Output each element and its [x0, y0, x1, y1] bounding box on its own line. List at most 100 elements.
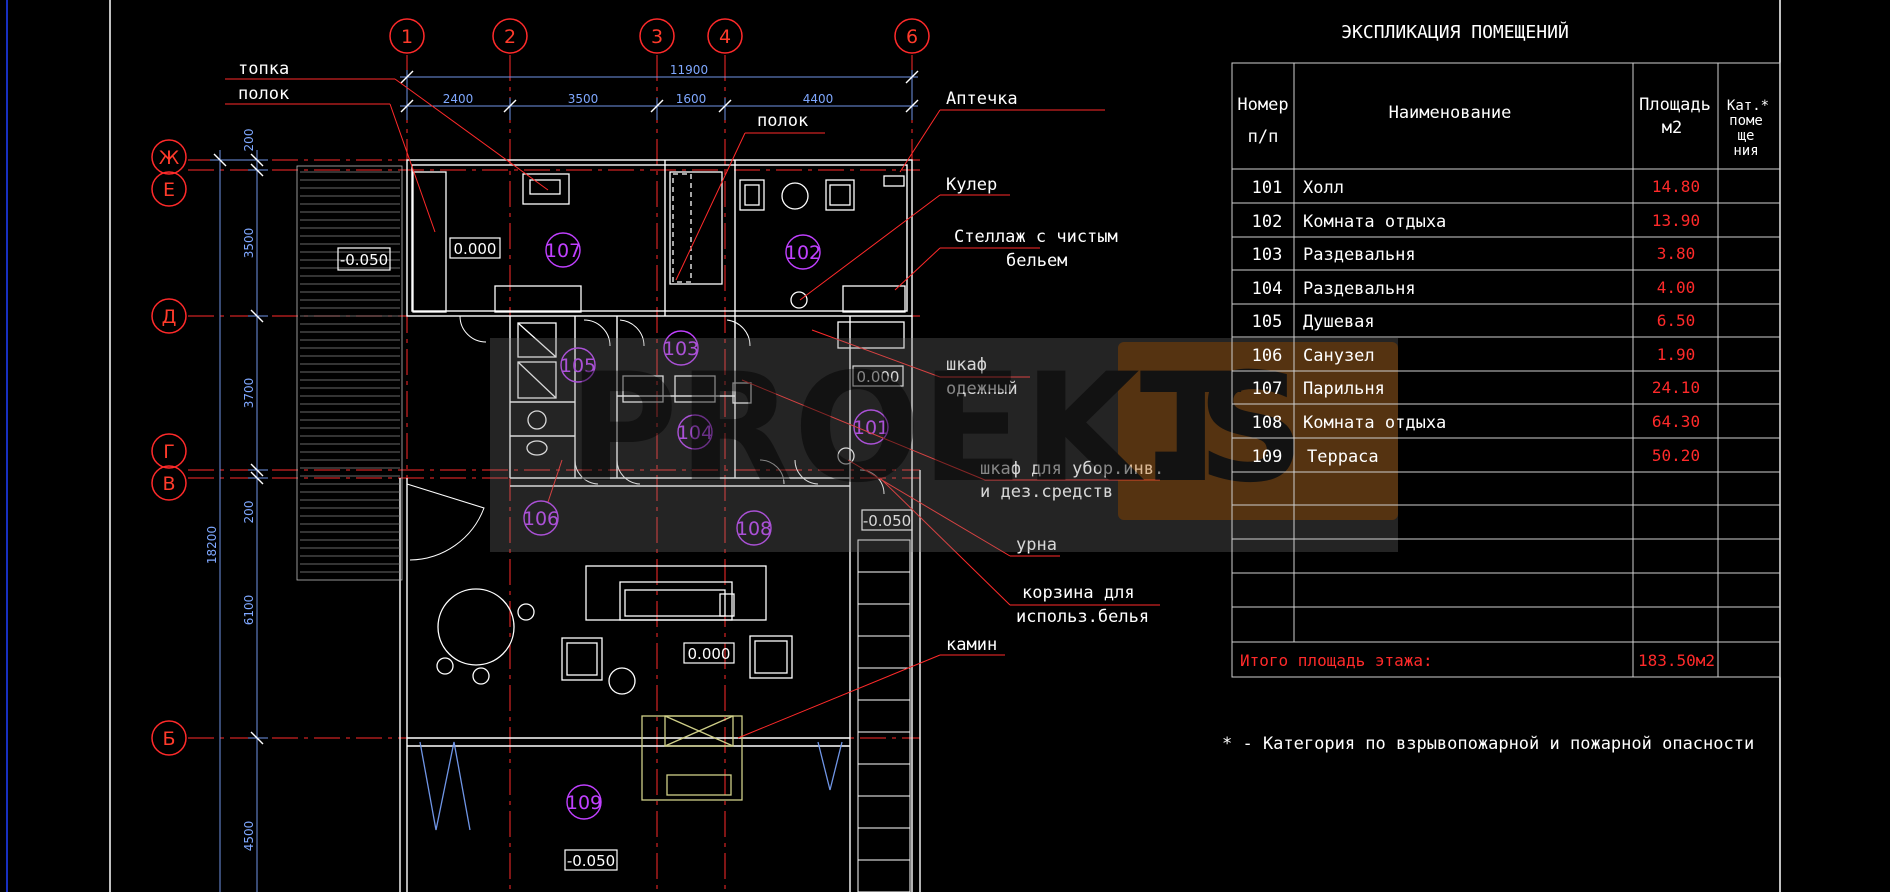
row-106-name: Санузел	[1303, 346, 1375, 366]
header-area-2: м2	[1662, 118, 1682, 138]
level-sauna: 0.000	[454, 240, 497, 258]
dim-overall-left: 18200	[205, 526, 219, 564]
row-107-name: Парильня	[1303, 379, 1385, 399]
row-101-num: 101	[1252, 178, 1283, 198]
right-ramp	[857, 539, 911, 892]
dim-top-1: 2400	[443, 92, 474, 106]
dim-top-2: 3500	[568, 92, 599, 106]
grid-row-g: Г	[163, 441, 175, 463]
room-tag-105: 105	[560, 355, 596, 377]
level-ramp: -0.050	[863, 512, 911, 530]
callout-polok-left: полок	[238, 84, 289, 104]
dim-top-3: 1600	[676, 92, 707, 106]
row-103-num: 103	[1252, 245, 1283, 265]
room-tag-102: 102	[785, 242, 821, 264]
row-108-area: 64.30	[1652, 412, 1700, 431]
level-markers	[337, 237, 913, 871]
row-103-area: 3.80	[1657, 244, 1696, 263]
grid-row-e: Е	[163, 179, 175, 201]
row-107-num: 107	[1252, 379, 1283, 399]
callout-leaders	[225, 78, 1160, 739]
terrace-hatch	[296, 165, 403, 581]
grid-row-b: Б	[162, 728, 175, 750]
total-label: Итого площадь этажа:	[1240, 651, 1433, 670]
footnote: * - Категория по взрывопожарной и пожарн…	[1222, 734, 1754, 754]
row-108-name: Комната отдыха	[1303, 413, 1446, 433]
total-value: 183.50м2	[1638, 651, 1715, 670]
grid-col-2: 2	[504, 26, 516, 48]
watermark: PROEKT .S	[490, 338, 1398, 552]
grid-col-1: 1	[401, 26, 413, 48]
callout-shkaf-line1: шкаф	[946, 355, 987, 375]
callout-shkaf-inv-line1: шкаф для убор.инв.	[980, 459, 1164, 479]
room-tag-107: 107	[545, 240, 581, 262]
dim-left-2: 3500	[242, 228, 256, 259]
dim-left-3: 3700	[242, 378, 256, 409]
callout-topka: топка	[238, 59, 289, 79]
building-walls	[399, 159, 921, 892]
row-101-name: Холл	[1303, 178, 1344, 198]
row-102-num: 102	[1252, 212, 1283, 232]
row-102-name: Комната отдыха	[1303, 212, 1446, 232]
dim-left-1: 200	[242, 129, 256, 152]
grid-column-bubbles	[389, 18, 930, 54]
header-num-1: Номер	[1237, 95, 1288, 115]
grid-col-3: 3	[651, 26, 663, 48]
grid-row-d: Д	[162, 306, 177, 328]
row-105-name: Душевая	[1303, 312, 1375, 332]
grid-row-bubbles	[151, 139, 187, 756]
row-104-name: Раздевальня	[1303, 279, 1416, 299]
row-101-area: 14.80	[1652, 177, 1700, 196]
explication-table: ЭКСПЛИКАЦИЯ ПОМЕЩЕНИЙ Номер п/п Н	[1222, 21, 1781, 754]
row-103-name: Раздевальня	[1303, 245, 1416, 265]
row-104-area: 4.00	[1657, 278, 1696, 297]
grid-row-v: В	[162, 473, 175, 495]
row-109-area: 50.20	[1652, 446, 1700, 465]
dim-left-4: 200	[242, 501, 256, 524]
callout-shkaf-inv-line2: и дез.средств	[980, 482, 1113, 502]
room-tag-103: 103	[663, 338, 699, 360]
level-lounge: 0.000	[688, 645, 731, 663]
header-cat-3: ще	[1738, 128, 1755, 144]
row-105-num: 105	[1252, 312, 1283, 332]
dimension-lines	[210, 70, 918, 892]
row-104-num: 104	[1252, 279, 1283, 299]
header-cat-2: поме	[1729, 113, 1763, 129]
room-tag-104: 104	[677, 422, 713, 444]
callout-korzina-line1: корзина для	[1022, 583, 1135, 603]
watermark-text: PROEKT	[568, 342, 1242, 516]
callout-kamin: камин	[946, 635, 997, 655]
row-109-name: Терраса	[1307, 447, 1379, 467]
callout-stellazh-line1: Стеллаж с чистым	[954, 227, 1118, 247]
header-cat-4: ния	[1733, 143, 1758, 159]
level-terrace-left: -0.050	[340, 251, 388, 269]
row-102-area: 13.90	[1652, 211, 1700, 230]
callout-korzina-line2: использ.белья	[1016, 607, 1149, 627]
callout-urna: урна	[1016, 535, 1057, 555]
room-tag-109: 109	[566, 792, 602, 814]
level-hall: 0.000	[857, 368, 900, 386]
row-108-num: 108	[1252, 413, 1283, 433]
row-106-num: 106	[1252, 346, 1283, 366]
dim-top-4: 4400	[803, 92, 834, 106]
row-106-area: 1.90	[1657, 345, 1696, 364]
dim-left-6: 4500	[242, 821, 256, 852]
room-tag-101: 101	[853, 417, 889, 439]
grid-col-4: 4	[719, 26, 731, 48]
callout-aptechka: Аптечка	[946, 89, 1018, 109]
header-cat-1: Кат.*	[1727, 98, 1769, 114]
header-num-2: п/п	[1248, 127, 1279, 147]
callout-kuler: Кулер	[946, 175, 997, 195]
furniture	[406, 171, 906, 831]
table-title: ЭКСПЛИКАЦИЯ ПОМЕЩЕНИЙ	[1341, 21, 1569, 43]
callout-stellazh-line2: бельем	[1006, 251, 1067, 271]
header-name: Наименование	[1389, 103, 1512, 123]
dim-overall-top: 11900	[670, 63, 708, 77]
callout-polok-right: полок	[757, 111, 808, 131]
grid-row-zh: Ж	[159, 147, 180, 169]
row-107-area: 24.10	[1652, 378, 1700, 397]
room-tag-circles	[523, 232, 889, 820]
room-tag-108: 108	[736, 518, 772, 540]
row-109-num: 109	[1252, 447, 1283, 467]
